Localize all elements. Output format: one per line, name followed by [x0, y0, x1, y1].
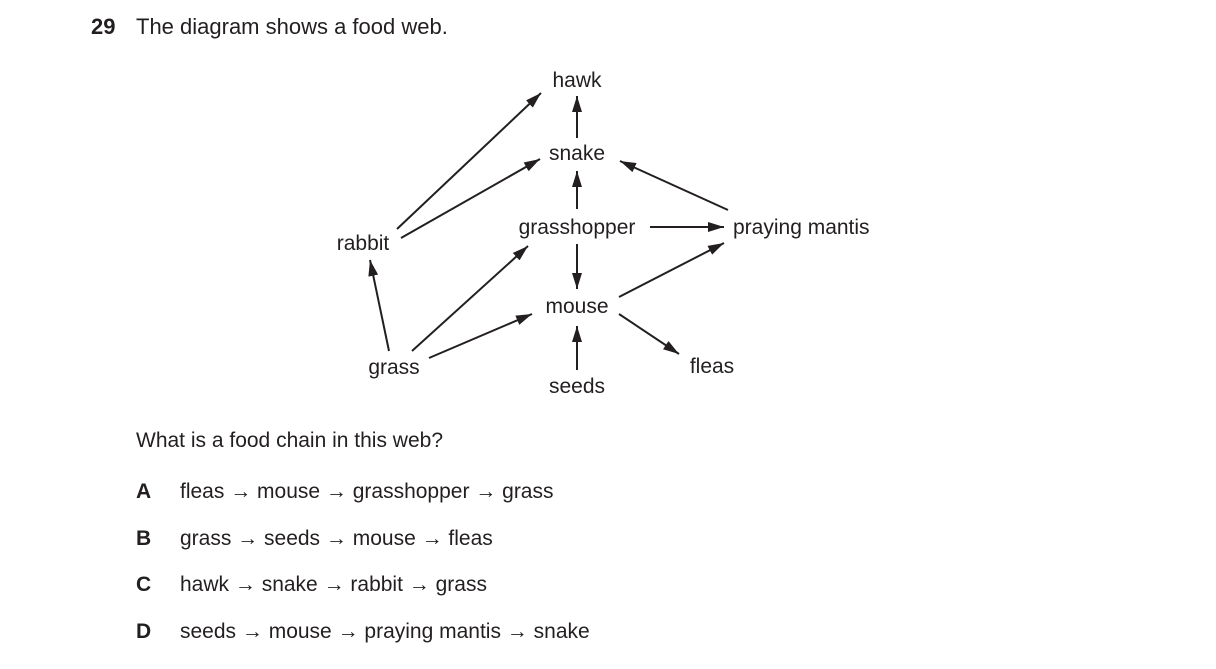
option-letter: A — [136, 480, 152, 503]
node-hawk: hawk — [552, 69, 602, 92]
question-prompt: What is a food chain in this web? — [136, 429, 444, 452]
arrow-grass-to-grasshopper — [411, 245, 529, 352]
node-praying-mantis: praying mantis — [733, 216, 870, 239]
food-web-nodes: hawk snake grasshopper praying mantis ra… — [337, 69, 870, 398]
arrow-mouse-to-fleas — [618, 313, 680, 355]
node-rabbit: rabbit — [337, 232, 390, 255]
arrow-grass-to-mouse — [428, 313, 533, 359]
node-snake: snake — [549, 142, 605, 165]
arrow-mouse-to-praying-mantis — [618, 242, 725, 298]
arrow-rabbit-to-snake — [400, 158, 541, 239]
option-text: seeds → mouse → praying mantis → snake — [180, 620, 590, 643]
arrow-grass-to-rabbit — [368, 259, 390, 352]
node-grass: grass — [368, 356, 419, 379]
option-letter: B — [136, 527, 152, 550]
option-text: grass → seeds → mouse → fleas — [180, 527, 493, 550]
option-letter: D — [136, 620, 152, 643]
node-fleas: fleas — [690, 355, 734, 378]
food-web-arrows — [368, 92, 729, 370]
node-mouse: mouse — [545, 295, 608, 318]
option-text: fleas → mouse → grasshopper → grass — [180, 480, 554, 503]
option-letter: C — [136, 573, 152, 596]
question-stem: The diagram shows a food web. — [136, 14, 448, 39]
question-number: 29 — [91, 14, 116, 39]
option-text: hawk → snake → rabbit → grass — [180, 573, 487, 596]
node-seeds: seeds — [549, 375, 605, 398]
arrow-rabbit-to-hawk — [396, 92, 542, 230]
node-grasshopper: grasshopper — [519, 216, 636, 239]
arrow-praying-mantis-to-snake — [619, 160, 729, 211]
